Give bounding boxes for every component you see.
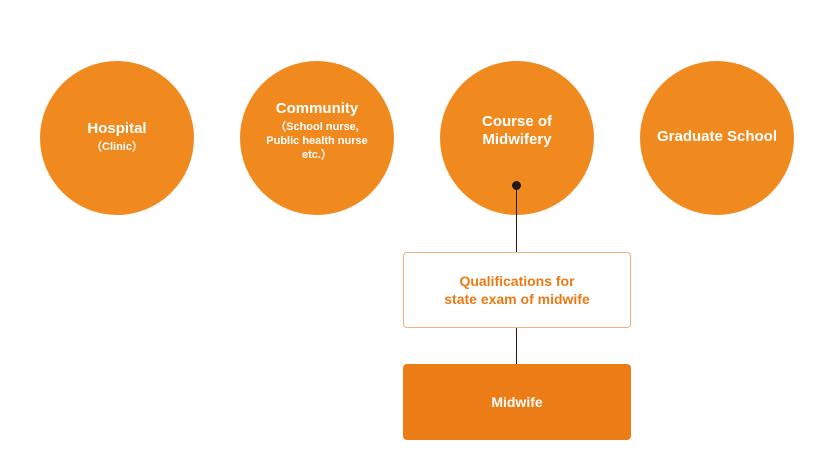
node-course-of-midwifery: Course of Midwifery (440, 61, 594, 215)
node-course-of-midwifery-title: Course of Midwifery (481, 113, 552, 148)
qualification-box: Qualifications for state exam of midwife (403, 252, 631, 328)
midwife-box: Midwife (403, 364, 631, 440)
connector-dot (512, 181, 521, 190)
node-graduate-school-title: Graduate School (656, 128, 778, 145)
node-hospital: Hospital （Clinic） (40, 61, 194, 215)
node-hospital-title: Hospital (87, 120, 147, 137)
node-community-subtitle: （School nurse, Public health nurse etc.） (266, 121, 368, 161)
connector-line-to-qualification (516, 189, 517, 252)
node-graduate-school: Graduate School (640, 61, 794, 215)
connector-line-to-midwife (516, 328, 517, 364)
node-community-title: Community (275, 100, 359, 117)
node-community: Community （School nurse, Public health n… (240, 61, 394, 215)
node-hospital-subtitle: （Clinic） (91, 141, 143, 153)
